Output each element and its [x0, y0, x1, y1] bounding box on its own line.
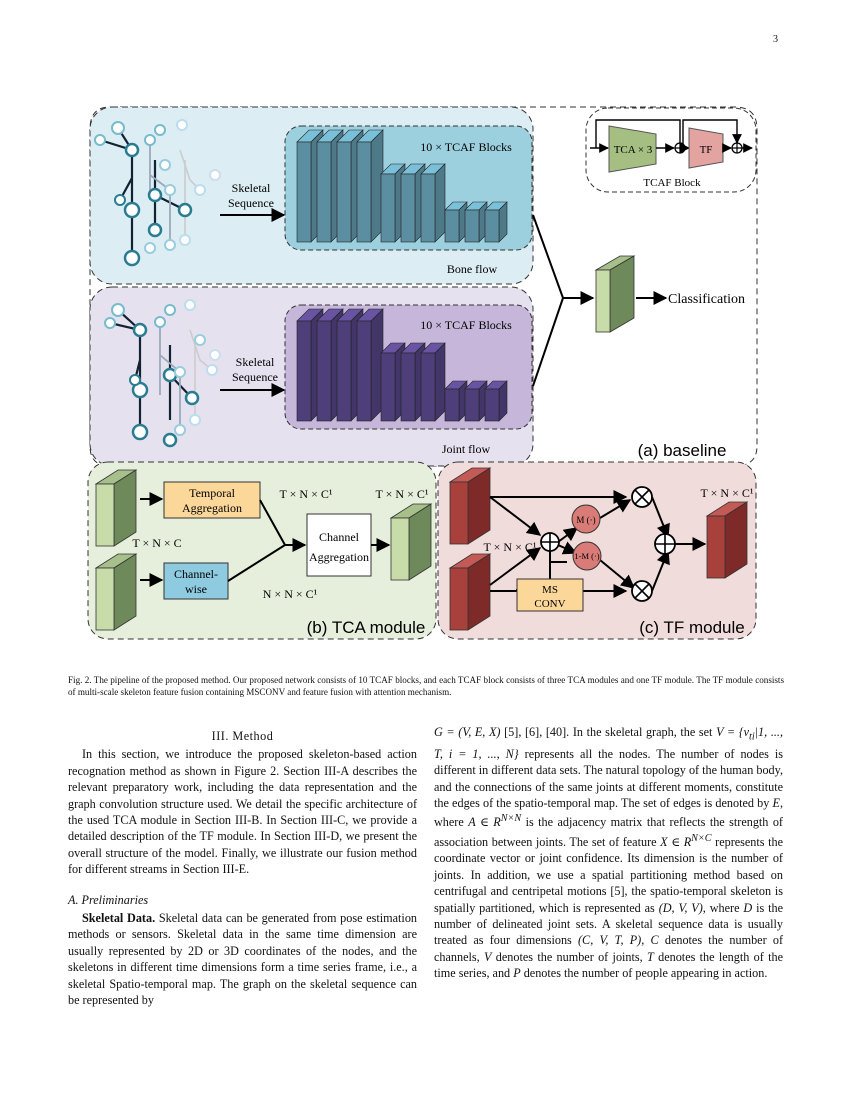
joint-tcaf-block-stack	[296, 308, 508, 422]
tca-input-cube-top	[94, 469, 138, 547]
tf-input-cube-bottom	[448, 553, 492, 631]
subsection-title: A. Preliminaries	[68, 892, 149, 907]
tca-dim-tnc1-mid: T × N × C¹	[280, 487, 333, 501]
msconv-box	[516, 578, 584, 612]
pipeline-figure: Skeletal Sequence Skeletal Sequence 10 ×…	[87, 106, 758, 640]
skeletal-sequence-label-joint-1: Skeletal	[236, 355, 275, 369]
bone-tcaf-block-8	[444, 201, 468, 243]
tcaf-block-inset-label: TCAF Block	[643, 177, 701, 189]
skeleton-bone	[94, 119, 221, 267]
tca-module-panel-label: (b) TCA module	[307, 618, 426, 637]
bone-tcaf-block-stack	[296, 129, 508, 243]
tf-trapezoid	[688, 127, 724, 169]
m-attention-circle	[571, 504, 601, 534]
skeletal-sequence-label-bone-2: Sequence	[228, 196, 274, 210]
skeletal-sequence-label-bone-1: Skeletal	[232, 181, 271, 195]
channel-aggregation-label-1: Channel	[319, 530, 360, 544]
skeletal-data-lead: Skeletal Data.	[82, 911, 156, 926]
graph-paragraph: G = (V, E, X) [5], [6], [40]. In the ske…	[434, 725, 784, 981]
tf-module-panel-label: (c) TF module	[639, 618, 745, 637]
section-title: III. Method	[211, 729, 274, 743]
tcaf-inset-diagram: TCA × 3 TF	[590, 119, 753, 173]
tf-output-cube	[705, 501, 749, 579]
bone-tcaf-block-7	[420, 163, 446, 243]
m-attention-label: M (·)	[576, 515, 595, 525]
figure-caption: Fig. 2. The pipeline of the proposed met…	[68, 675, 784, 697]
tf-dim-out: T × N × C¹	[701, 486, 754, 500]
channel-aggregation-box	[306, 513, 372, 577]
channel-aggregation-label-2: Aggregation	[309, 550, 369, 564]
tca-trapezoid	[608, 125, 657, 173]
tca-dim-nnc1: N × N × C¹	[263, 587, 318, 601]
baseline-panel-label: (a) baseline	[638, 441, 727, 460]
channel-wise-label-1: Channel-	[174, 567, 218, 581]
temporal-aggregation-label-2: Aggregation	[182, 501, 242, 515]
bone-flow-label: Bone flow	[447, 262, 498, 276]
channel-wise-label-2: wise	[185, 582, 207, 596]
temporal-aggregation-box	[163, 481, 261, 519]
bone-to-classifier-line	[532, 214, 595, 305]
joint-flow-label: Joint flow	[442, 442, 491, 456]
tca-dim-tnc: T × N × C	[132, 536, 181, 550]
one-minus-m-attention-label: 1-M (·)	[574, 551, 599, 561]
joint-tcaf-blocks-label: 10 × TCAF Blocks	[420, 318, 512, 332]
msconv-label-1: MS	[542, 584, 558, 596]
tca-dim-tnc1-out: T × N × C¹	[376, 487, 429, 501]
bone-tcaf-block-4	[356, 129, 384, 243]
joint-to-classifier-line	[532, 297, 564, 387]
tf-inset-label: TF	[700, 144, 713, 156]
bone-tcaf-blocks-label: 10 × TCAF Blocks	[420, 140, 512, 154]
joint-tcaf-block-4	[356, 308, 384, 422]
classification-label: Classification	[668, 292, 745, 307]
bone-tcaf-block-10	[484, 201, 508, 243]
page-number: 3	[773, 34, 778, 45]
tca-inset-label: TCA × 3	[614, 144, 653, 156]
joint-tcaf-block-8	[444, 380, 468, 422]
one-minus-m-attention-circle	[572, 541, 602, 571]
right-column: G = (V, E, X) [5], [6], [40]. In the ske…	[434, 724, 783, 982]
tca-input-cube-bottom	[94, 553, 138, 631]
msconv-label-2: CONV	[534, 598, 565, 610]
tca-output-cube	[389, 503, 433, 581]
temporal-aggregation-label-1: Temporal	[189, 486, 235, 500]
joint-tcaf-block-9	[464, 380, 488, 422]
channelwise-to-merge	[227, 544, 286, 582]
classifier-cube	[594, 255, 636, 333]
skeletal-sequence-label-joint-2: Sequence	[232, 370, 278, 384]
joint-tcaf-block-7	[420, 342, 446, 422]
skeleton-joint	[104, 299, 221, 448]
skeletal-data-body: Skeletal data can be generated from pose…	[68, 911, 418, 1008]
tf-dim-in: T × N × C¹	[484, 540, 537, 554]
skeletal-data-paragraph: Skeletal Data. Skeletal data can be gene…	[68, 910, 417, 1008]
joint-tcaf-block-10	[484, 380, 508, 422]
intro-paragraph: In this section, we introduce the propos…	[68, 747, 417, 877]
left-column: III. Method In this section, we introduc…	[68, 728, 417, 1009]
channel-wise-box	[163, 562, 229, 600]
tf-input-cube-top	[448, 467, 492, 545]
bone-tcaf-block-9	[464, 201, 488, 243]
